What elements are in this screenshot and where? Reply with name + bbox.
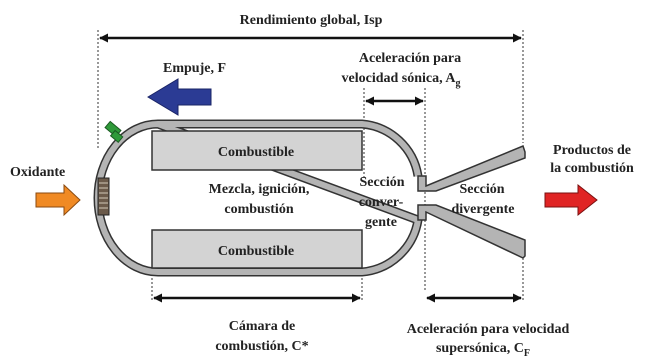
fuel-block-bottom — [151, 229, 363, 269]
label-rendimiento: Rendimiento global, Isp — [240, 13, 383, 28]
empuje-arrow — [147, 78, 212, 116]
label-seccion-conv-3: gente — [365, 215, 397, 230]
dimension-arrows — [99, 33, 522, 303]
fuel-block-top — [151, 130, 363, 171]
label-combustible-top: Combustible — [218, 145, 294, 160]
label-seccion-div-2: divergente — [452, 202, 515, 217]
label-seccion-conv-2: conver- — [359, 195, 404, 210]
label-combustible-bottom: Combustible — [218, 244, 294, 259]
oxidante-arrow — [35, 183, 81, 217]
label-oxidante: Oxidante — [10, 165, 65, 180]
label-mezcla-2: combustión — [224, 202, 293, 217]
label-mezcla-1: Mezcla, ignición, — [209, 182, 310, 197]
nozzle-upper-wall — [417, 145, 526, 192]
productos-arrow — [544, 183, 598, 217]
combustion-chamber — [93, 119, 424, 277]
label-aceleracion-super-1: Aceleración para velocidad — [407, 322, 570, 337]
label-productos-1: Productos de — [553, 143, 631, 158]
chamber-wall-fill — [95, 120, 422, 275]
label-aceleracion-super-2: supersónica, CF — [436, 341, 530, 358]
igniter — [104, 120, 124, 143]
label-seccion-div-1: Sección — [459, 182, 504, 197]
label-empuje: Empuje, F — [163, 61, 226, 76]
label-seccion-conv-1: Sección — [359, 175, 404, 190]
label-aceleracion-sonica-2: velocidad sónica, Ag — [342, 71, 461, 89]
nozzle-lower-wall — [417, 204, 526, 259]
injector-plate — [97, 177, 110, 216]
label-camara-1: Cámara de — [229, 319, 296, 334]
label-productos-2: la combustión — [550, 161, 634, 176]
label-camara-2: combustión, C* — [215, 339, 308, 354]
label-aceleracion-sonica-1: Aceleración para — [359, 51, 461, 66]
nozzle — [417, 145, 526, 259]
